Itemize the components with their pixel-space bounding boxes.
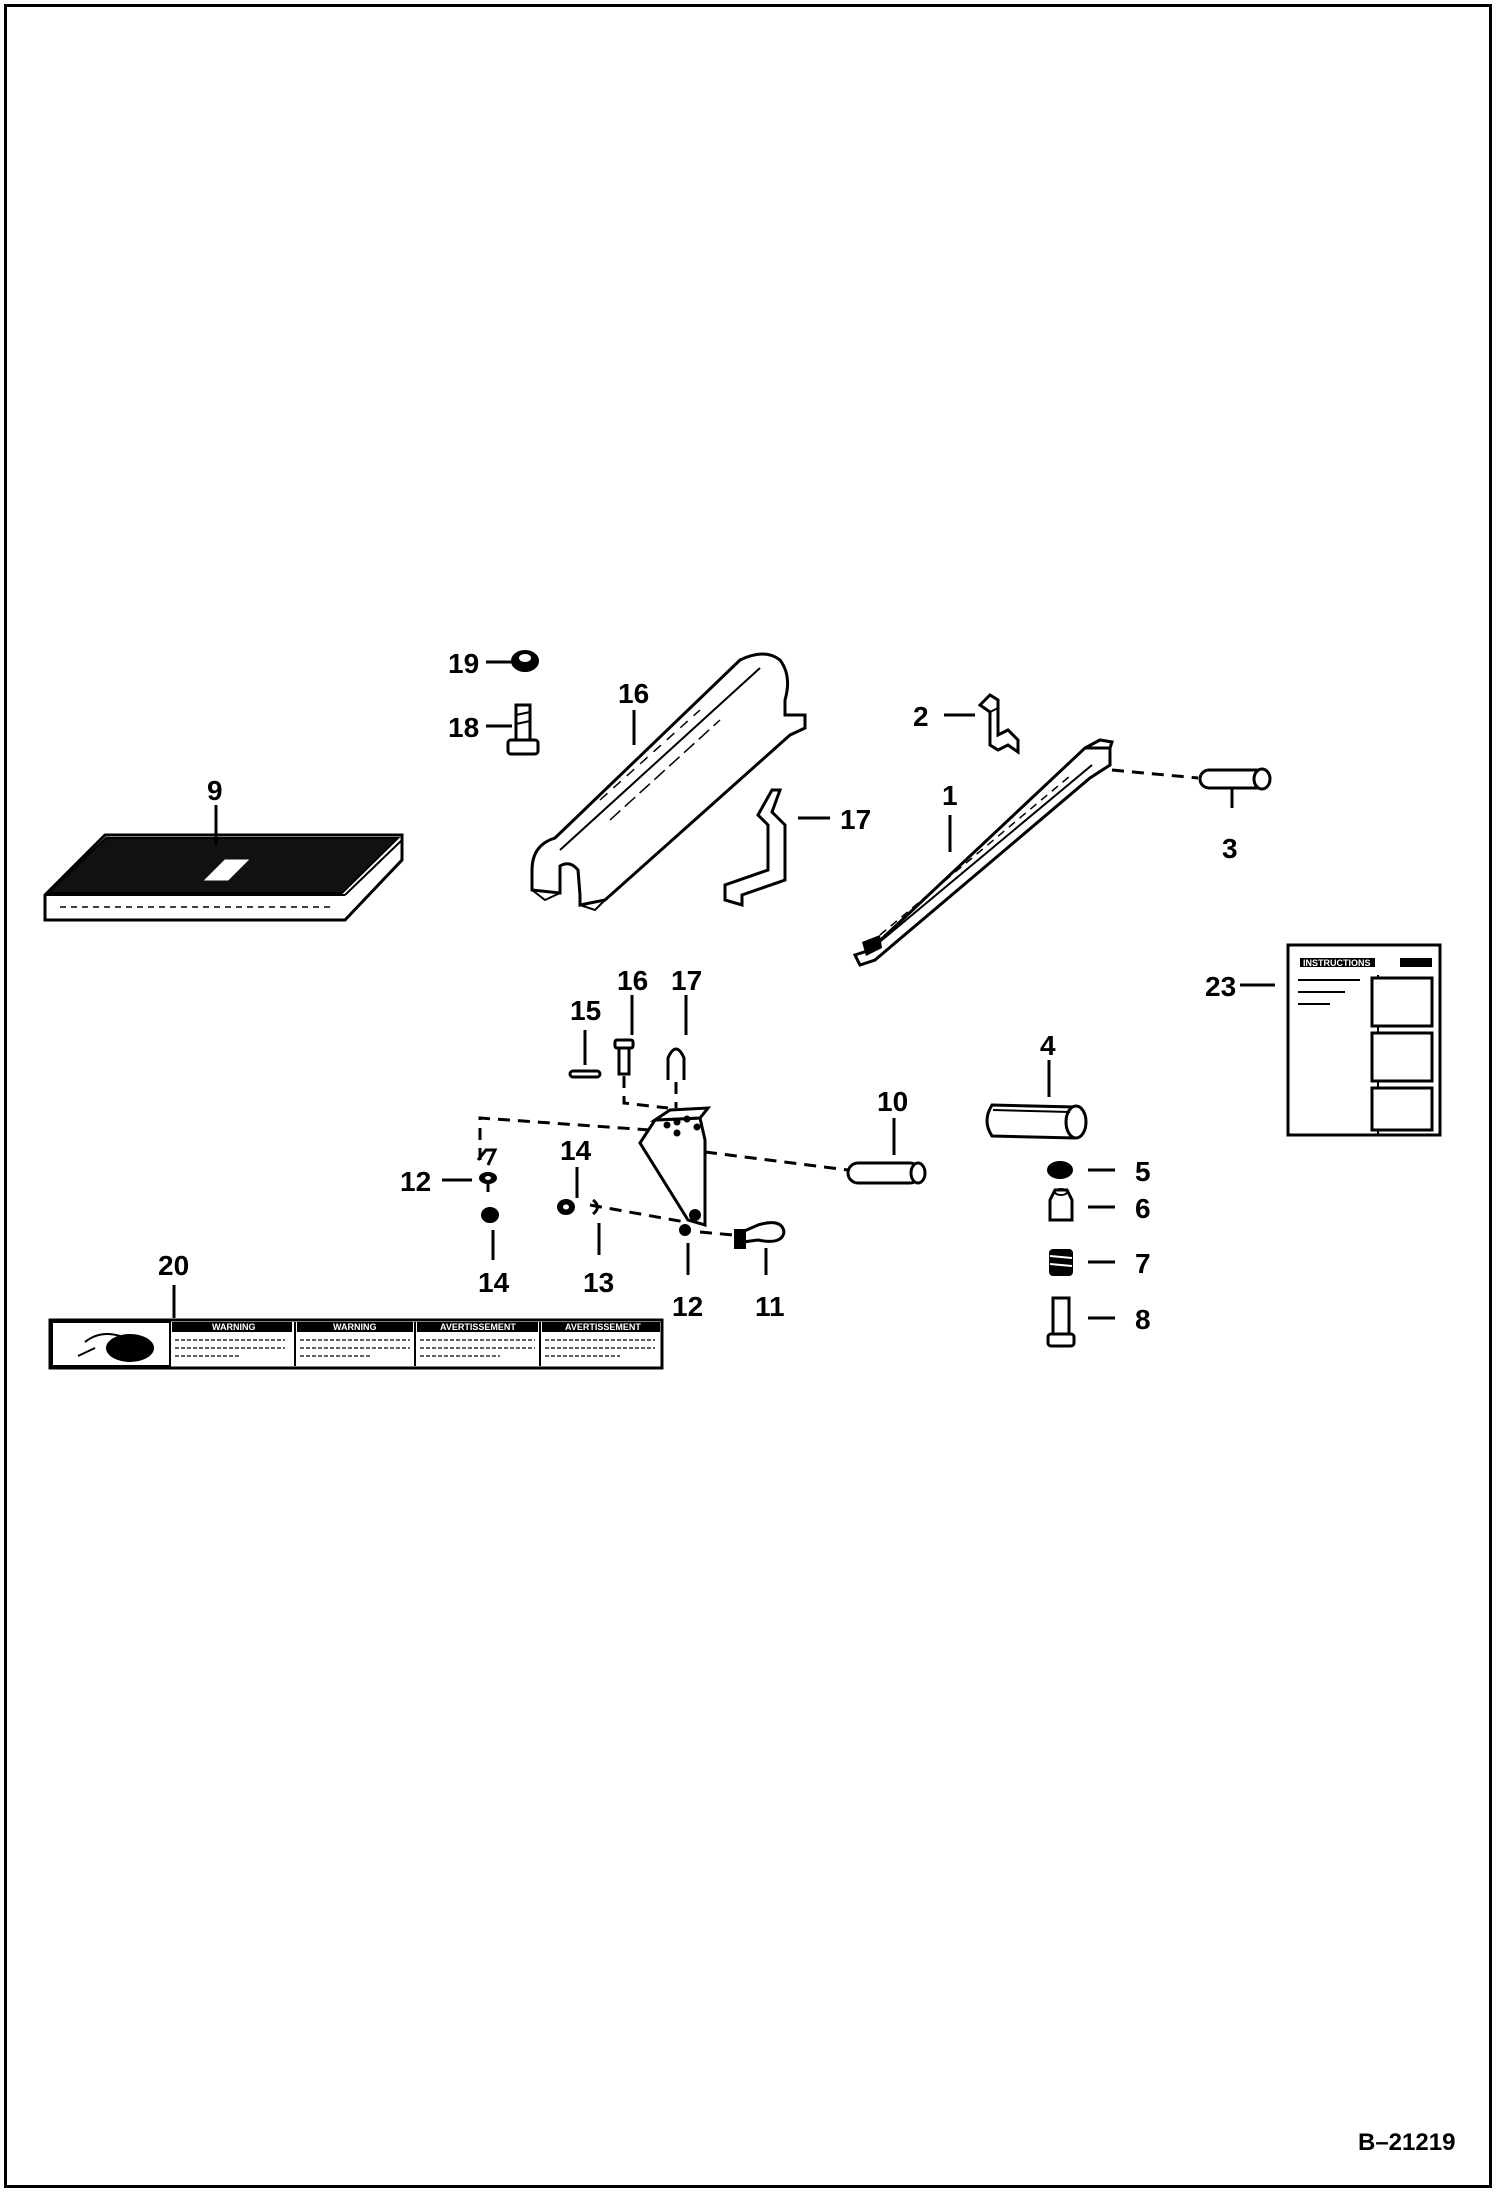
- part-1-arm: [852, 738, 1114, 967]
- callout-14-upper: 14: [560, 1135, 592, 1166]
- callout-16: 16: [617, 965, 648, 996]
- part-17-u-bolt: [666, 1047, 686, 1080]
- part-12-clip-left: [476, 1148, 498, 1166]
- callout-11: 11: [755, 1291, 785, 1322]
- callout-14-lower: 14: [478, 1267, 510, 1298]
- callout-8: 8: [1135, 1304, 1151, 1335]
- svg-text:WARNING: WARNING: [333, 1322, 377, 1332]
- callout-13: 13: [583, 1267, 614, 1298]
- assembly-leaders: [478, 1076, 849, 1237]
- part-13-lock-washer: [592, 1198, 599, 1216]
- part-9-floor-mat: [43, 833, 404, 922]
- part-4-cylinder: [985, 1103, 1088, 1140]
- callout-20: 18: [448, 712, 479, 743]
- callout-7: 7: [1135, 1248, 1151, 1279]
- part-7-spring: [1049, 1249, 1073, 1276]
- part-11-shackle: [734, 1221, 786, 1249]
- part-22-warning-decal: WARNING WARNING AVERTISSEMENT AVERTISSEM…: [48, 1318, 664, 1370]
- svg-text:AVERTISSEMENT: AVERTISSEMENT: [565, 1322, 641, 1332]
- part-10-pin: [846, 1161, 927, 1185]
- part-5-washer: [1047, 1161, 1073, 1179]
- part-15-small-pin: [568, 1069, 602, 1079]
- callout-22: 20: [158, 1250, 189, 1281]
- callout-3: 3: [1222, 833, 1238, 864]
- part-16-bolt: [613, 1038, 635, 1076]
- part-8-bolt: [1046, 1296, 1076, 1348]
- figure-number: B–21219: [1358, 2129, 1455, 2156]
- part-14-washer-lower: [481, 1207, 499, 1223]
- callout-18: 16: [618, 678, 649, 709]
- part-21-nut: [511, 650, 539, 672]
- callout-labels: 19 18 16 9 17 2 1 3 23 16 17 15 10 4 5 6…: [158, 648, 1238, 1335]
- part-3-pin: [1198, 767, 1272, 808]
- svg-text:WARNING: WARNING: [212, 1322, 256, 1332]
- callout-19: 17: [840, 804, 871, 835]
- part-2-clip: [977, 693, 1020, 755]
- callout-23: 23: [1205, 971, 1236, 1002]
- callout-1: 1: [942, 780, 958, 811]
- callout-9: 9: [207, 775, 223, 806]
- callout-4: 4: [1040, 1030, 1056, 1061]
- callout-21: 19: [448, 648, 479, 679]
- part-23-decal: INSTRUCTIONS: [1286, 943, 1442, 1137]
- diagram-frame: [4, 4, 1492, 2188]
- callout-10: 10: [877, 1086, 908, 1117]
- svg-text:INSTRUCTIONS: INSTRUCTIONS: [1303, 958, 1371, 968]
- callout-12-right: 12: [672, 1291, 703, 1322]
- svg-text:AVERTISSEMENT: AVERTISSEMENT: [440, 1322, 516, 1332]
- part-14-washer-mid: [557, 1199, 575, 1215]
- callout-5: 5: [1135, 1156, 1151, 1187]
- callout-2: 2: [913, 701, 929, 732]
- part-14-washer: [479, 1172, 497, 1184]
- part-19-bracket: [723, 788, 787, 908]
- callout-15: 15: [570, 995, 601, 1026]
- callout-12-left: 12: [400, 1166, 431, 1197]
- bracket-assembly: [638, 1106, 712, 1236]
- callout-leaders: [172, 660, 1275, 1320]
- callout-6: 6: [1135, 1193, 1151, 1224]
- part-6-bushing: [1048, 1188, 1074, 1222]
- leader-dash: [1111, 768, 1199, 780]
- callout-17: 17: [671, 965, 702, 996]
- part-18-channel-cover: [530, 652, 807, 912]
- part-20-bolt: [506, 703, 540, 756]
